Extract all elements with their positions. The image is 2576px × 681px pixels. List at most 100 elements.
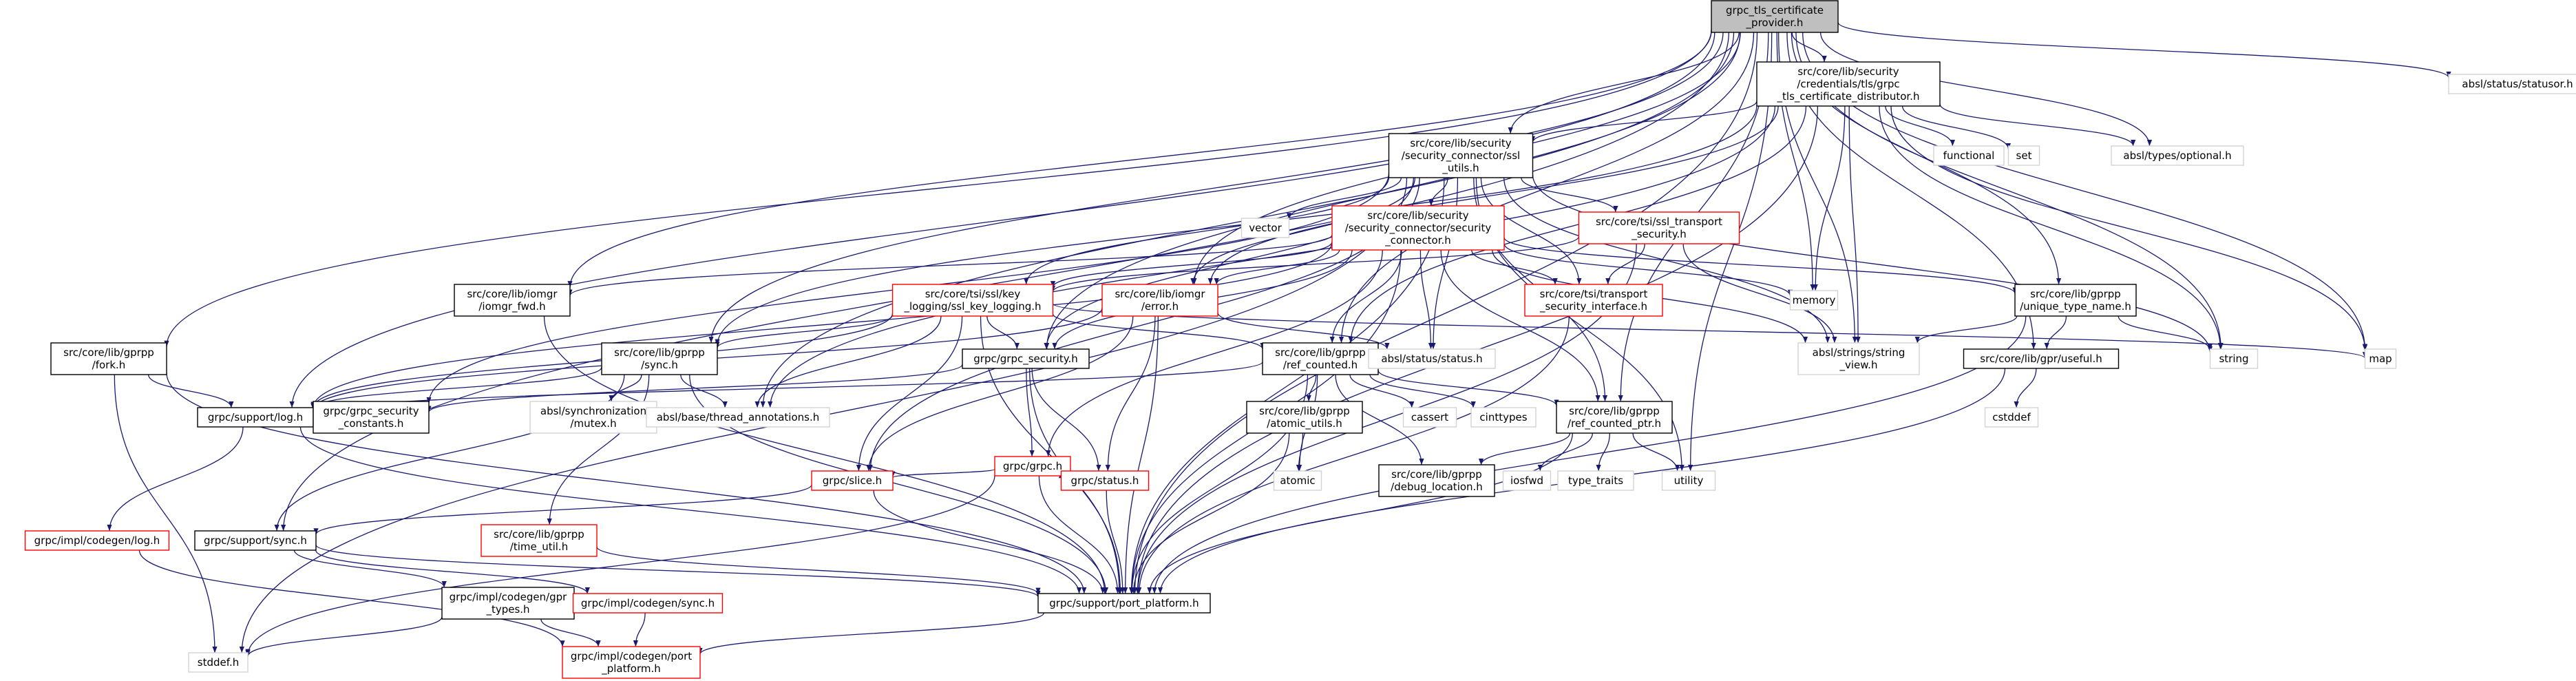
node-box [1246,401,1363,434]
edge-ref-counted-to-cassert [1349,374,1415,408]
node-box [1556,401,1673,434]
edge-root-to-utility [1688,32,1773,472]
node-root[interactable]: grpc_tls_certificate_provider.h [1711,0,1839,33]
node-optional[interactable]: absl/types/optional.h [2111,145,2244,166]
node-debug-location[interactable]: src/core/lib/gprpp/debug_location.h [1378,464,1495,497]
node-label: src/core/lib/gprpp [1391,468,1482,481]
edge-support-sync-to-gpr-types [293,549,447,588]
node-transport-security-h[interactable]: src/core/tsi/ssl_transport_security.h [1578,211,1740,244]
node-synchronization-mutex[interactable]: absl/synchronization/mutex.h [529,401,657,434]
node-box [188,652,249,673]
node-label: _view.h [1839,359,1878,372]
edge-distributor-to-string-view [1848,105,1861,344]
node-grpc-security[interactable]: grpc/grpc_security.h [962,348,1090,369]
node-codegen-log[interactable]: grpc/impl/codegen/log.h [24,530,170,551]
node-utility[interactable]: utility [1661,470,1716,491]
node-gpr-useful[interactable]: src/core/lib/gpr/useful.h [1963,348,2120,369]
node-box [50,342,167,375]
node-box [1789,290,1839,311]
edge-codegen-log-to-codegen-port-platform [138,549,565,647]
node-abslstatus[interactable]: absl/status/status.h [1368,348,1496,369]
node-box [1984,407,2039,428]
node-label: grpc_tls_certificate [1726,4,1824,17]
node-box [1388,133,1534,178]
node-ref-counted[interactable]: src/core/lib/gprpp/ref_counted.h [1262,342,1379,375]
edge-security-connector-to-iomgr-fwd [567,234,1333,296]
node-gpr-types[interactable]: grpc/impl/codegen/gpr_types.h [441,587,575,620]
node-box [891,284,1054,317]
node-atomic[interactable]: atomic [1273,470,1322,491]
node-map[interactable]: map [2364,348,2397,369]
edge-gpr-types-to-codegen-port-platform [540,618,601,647]
node-support-sync[interactable]: grpc/support/sync.h [194,530,317,551]
node-box [24,530,170,551]
node-key-logging[interactable]: src/core/tsi/ssl/key_logging/ssl_key_log… [891,284,1054,317]
node-codegen-sync[interactable]: grpc/impl/codegen/sync.h [572,593,724,614]
node-set[interactable]: set [2007,145,2040,166]
node-label: /sync.h [641,359,678,371]
edge-fork-to-stddef [114,374,218,653]
node-vector[interactable]: vector [1241,218,1290,238]
node-memory[interactable]: memory [1789,290,1839,311]
node-label: _security.h [1631,228,1687,241]
node-thread-annotations[interactable]: absl/base/thread_annotations.h [646,407,830,428]
node-label: /time_util.h [510,541,568,554]
node-label: src/core/tsi/ssl_transport [1596,216,1722,229]
node-label: src/core/lib/iomgr [1115,288,1205,300]
node-functional[interactable]: functional [1933,145,2005,166]
node-stddef[interactable]: stddef.h [188,652,249,673]
node-unique-type-name[interactable]: src/core/lib/gprpp/unique_type_name.h [2014,284,2137,317]
node-grpc-h[interactable]: grpc/grpc.h [994,456,1071,476]
node-iosfwd[interactable]: iosfwd [1502,470,1552,491]
edge-gprpp-sync-to-synchronization-mutex [609,374,642,402]
node-label: /security_connector/ssl [1402,149,1520,163]
node-statusor[interactable]: absl/status/statusor.h [2448,74,2576,94]
edge-root-to-support-log [289,32,1715,408]
node-time-util[interactable]: src/core/lib/gprpp/time_util.h [481,524,598,557]
edge-slice-h-to-port-platform [873,490,1106,594]
node-label: grpc/impl/codegen/sync.h [581,597,715,609]
edge-ref-counted-ptr-to-type-traits [1596,432,1610,472]
node-label: grpc/status.h [1071,474,1139,487]
node-atomic-utils[interactable]: src/core/lib/gprpp/atomic_utils.h [1246,401,1363,434]
edge-transport-security-h-to-transport-security-interface [1605,243,1645,285]
edge-ssl-utils-to-port-platform [1128,177,1445,594]
edge-distributor-to-map [1890,105,2368,351]
node-cassert[interactable]: cassert [1402,407,1457,428]
node-type-traits[interactable]: type_traits [1557,470,1634,491]
node-cstddef[interactable]: cstddef [1984,407,2039,428]
node-cinttypes[interactable]: cinttypes [1470,407,1537,428]
edge-key-logging-to-slice-h [856,315,963,472]
node-port-platform[interactable]: grpc/support/port_platform.h [1037,593,1211,614]
edge-support-sync-to-codegen-sync [315,549,590,594]
edge-root-to-ref-counted [1338,32,1755,344]
node-label: /ref_counted.h [1283,359,1358,372]
node-box [529,401,657,434]
node-box [1378,464,1495,497]
node-string[interactable]: string [2209,348,2259,369]
node-label: cinttypes [1479,411,1527,423]
node-security-connector[interactable]: src/core/lib/security/security_connector… [1331,205,1505,251]
node-slice-h[interactable]: grpc/slice.h [811,470,894,491]
node-label: /unique_type_name.h [2020,300,2131,313]
edge-gpr-types-to-stddef [245,616,443,657]
node-box [1502,470,1552,491]
node-ssl-utils[interactable]: src/core/lib/security/security_connector… [1388,133,1534,178]
node-support-log[interactable]: grpc/support/log.h [197,407,314,428]
edge-ssl-utils-to-security-connector [1428,177,1448,207]
node-security-constants[interactable]: grpc/grpc_security_constants.h [313,401,430,434]
node-gprpp-sync[interactable]: src/core/lib/gprpp/sync.h [601,342,718,375]
node-fork[interactable]: src/core/lib/gprpp/fork.h [50,342,167,375]
node-box [454,284,571,317]
node-string-view[interactable]: absl/strings/string_view.h [1797,342,1920,375]
node-status-h[interactable]: grpc/status.h [1060,470,1150,491]
node-iomgr-fwd[interactable]: src/core/lib/iomgr/iomgr_fwd.h [454,284,571,317]
node-label: _connector.h [1384,234,1451,247]
node-label: cassert [1411,411,1448,423]
node-iomgr-error[interactable]: src/core/lib/iomgr/error.h [1101,284,1218,317]
edge-grpc-security-to-grpc-h [1026,368,1035,457]
node-transport-security-interface[interactable]: src/core/tsi/transport_security_interfac… [1524,284,1663,317]
node-codegen-port-platform[interactable]: grpc/impl/codegen/port_platform.h [562,646,701,679]
node-distributor[interactable]: src/core/lib/security/credentials/tls/gr… [1756,61,1941,107]
node-ref-counted-ptr[interactable]: src/core/lib/gprpp/ref_counted_ptr.h [1556,401,1673,434]
